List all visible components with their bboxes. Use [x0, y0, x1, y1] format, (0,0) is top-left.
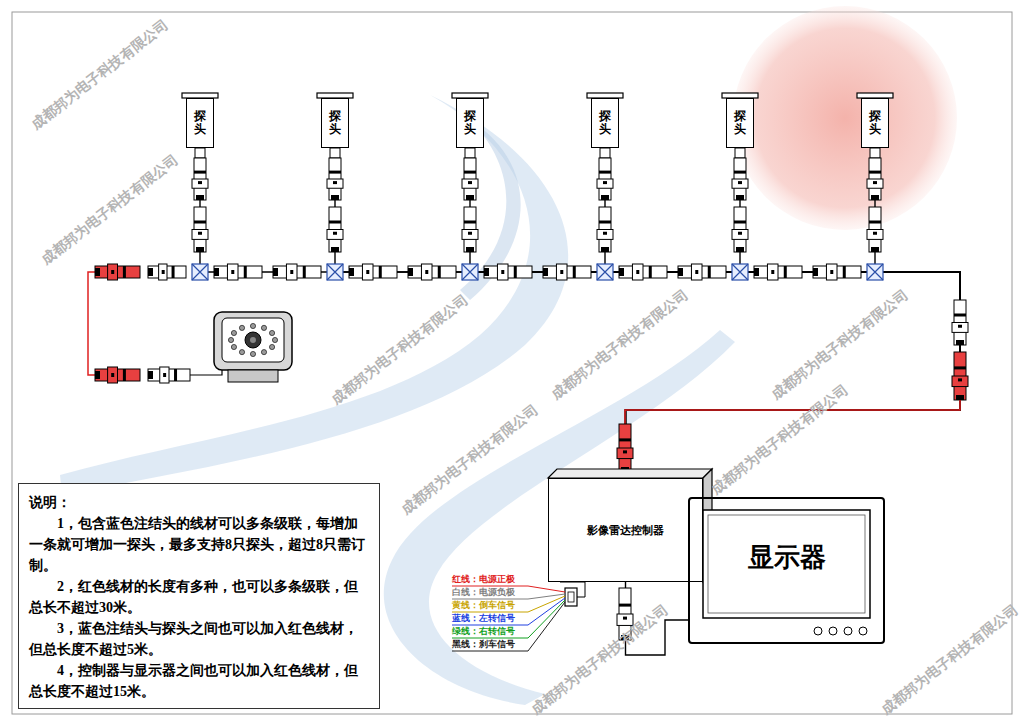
probe-label: 探头 — [329, 110, 341, 136]
plug — [462, 158, 478, 200]
wire-label: 黄线：倒车信号 — [452, 600, 515, 610]
probe-box: 探头 — [186, 98, 214, 148]
plug — [867, 207, 883, 252]
probe-box: 探头 — [321, 98, 349, 148]
junction-tee — [867, 264, 883, 280]
display-button — [829, 627, 837, 635]
plug — [327, 158, 343, 200]
notes-heading: 说明： — [29, 492, 369, 513]
plug — [617, 424, 633, 472]
plug — [678, 264, 726, 280]
junction-tee — [732, 264, 748, 280]
plug — [619, 264, 667, 280]
plug — [273, 264, 321, 280]
red-cable — [88, 272, 95, 375]
harness-wire — [452, 600, 565, 638]
wire-label: 绿线：右转信号 — [452, 626, 515, 636]
notes-item: 4，控制器与显示器之间也可以加入红色线材，但总长度不超过15米。 — [29, 660, 369, 702]
plug — [214, 264, 262, 280]
plug — [327, 207, 343, 252]
controller-box: 影像雷达控制器 — [548, 478, 703, 582]
watermark: 成都邦为电子科技有限公司 — [878, 601, 1021, 719]
harness-plug — [565, 588, 577, 606]
probe-box: 探头 — [591, 98, 619, 148]
wire-label: 黑线：刹车信号 — [452, 639, 515, 649]
display-button — [844, 627, 852, 635]
display-screen — [703, 510, 870, 618]
plug — [732, 207, 748, 252]
probe-label: 探头 — [464, 110, 476, 136]
display-button — [814, 627, 822, 635]
plug — [349, 264, 397, 280]
controller-label: 影像雷达控制器 — [587, 523, 664, 538]
wire-label: 白线：电源负极 — [452, 587, 515, 597]
page-frame — [12, 12, 1012, 714]
plug — [867, 158, 883, 200]
harness-wire — [452, 598, 565, 625]
watermark: 成都邦为电子科技有限公司 — [328, 291, 471, 409]
probe-box: 探头 — [456, 98, 484, 148]
display-label: 显示器 — [748, 540, 826, 575]
notes-box: 说明：1，包含蓝色注结头的线材可以多条级联，每增加一条就可增加一探头，最多支持8… — [18, 483, 380, 709]
plug — [462, 207, 478, 252]
watermark: 成都邦为电子科技有限公司 — [38, 151, 181, 269]
cable-connector — [470, 148, 960, 478]
plug — [148, 264, 186, 280]
probe-box: 探头 — [861, 98, 889, 148]
wire-label: 红线：电源正极 — [452, 574, 515, 584]
cable-connector — [200, 148, 960, 478]
watermark: 成都邦为电子科技有限公司 — [398, 401, 541, 519]
red-disc — [733, 6, 957, 230]
cable-connector — [335, 148, 960, 478]
plug — [952, 352, 968, 400]
probe-box: 探头 — [726, 98, 754, 148]
plug — [754, 264, 802, 280]
probe-label: 探头 — [194, 110, 206, 136]
plug — [484, 264, 532, 280]
plug — [597, 158, 613, 200]
probe-label: 探头 — [869, 110, 881, 136]
plug — [732, 158, 748, 200]
probe-label: 探头 — [599, 110, 611, 136]
harness-wire — [452, 596, 565, 612]
junction-tee — [462, 264, 478, 280]
plug — [95, 264, 140, 280]
watermark: 成都邦为电子科技有限公司 — [548, 286, 691, 404]
camera — [214, 312, 292, 382]
display-monitor: 显示器 — [688, 497, 885, 644]
junction-tee — [192, 264, 208, 280]
wire-label: 蓝线：左转信号 — [452, 613, 515, 623]
plug — [597, 207, 613, 252]
display-button — [859, 627, 867, 635]
plug — [952, 300, 968, 345]
notes-item: 3，蓝色注结头与探头之间也可以加入红色线材，但总长度不超过5米。 — [29, 618, 369, 660]
probe-label: 探头 — [734, 110, 746, 136]
junction-tee — [597, 264, 613, 280]
notes-item: 2，红色线材的长度有多种，也可以多条级联，但总长不超过30米。 — [29, 576, 369, 618]
plug — [408, 264, 456, 280]
plug — [192, 158, 208, 200]
junction-tee — [327, 264, 343, 280]
watermark: 成都邦为电子科技有限公司 — [528, 601, 671, 719]
notes-item: 1，包含蓝色注结头的线材可以多条级联，每增加一条就可增加一探头，最多支持8只探头… — [29, 513, 369, 576]
plug — [148, 367, 190, 383]
controller-top — [548, 469, 712, 478]
plug — [95, 367, 140, 383]
plug — [192, 207, 208, 252]
plug — [813, 264, 861, 280]
plug — [543, 264, 591, 280]
watermark: 成都邦为电子科技有限公司 — [28, 16, 171, 134]
